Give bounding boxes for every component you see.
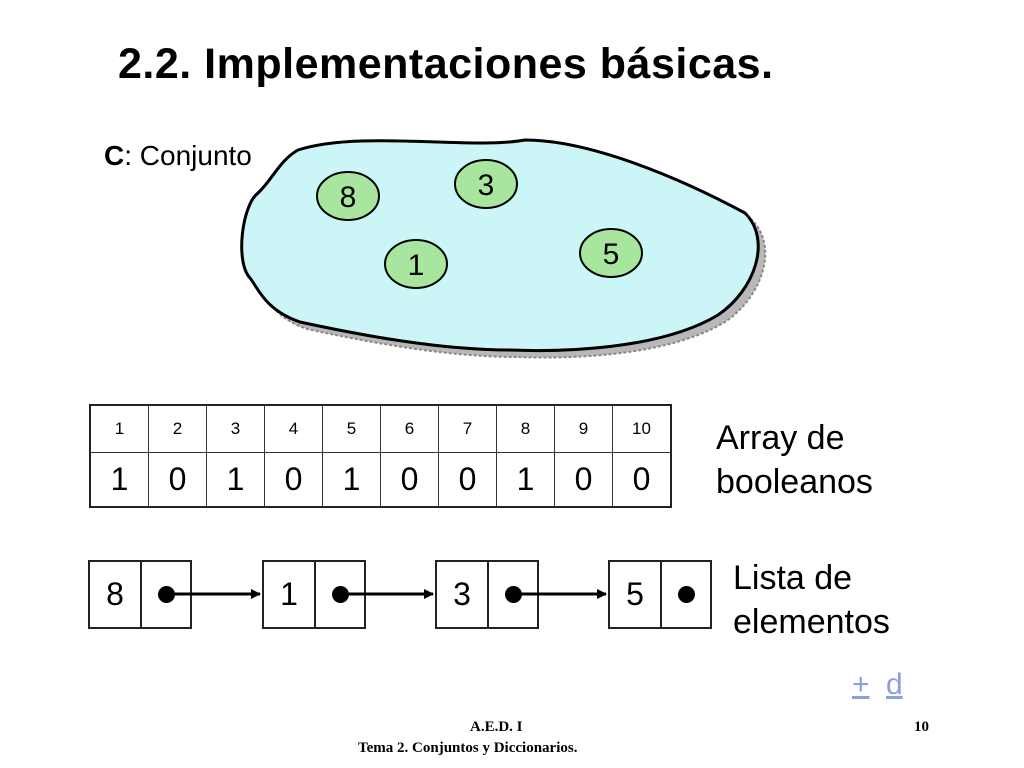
list-label: Lista de elementos: [733, 556, 890, 644]
list-label-line1: Lista de: [733, 559, 853, 597]
array-value: 0: [380, 452, 439, 508]
array-index: 9: [554, 404, 613, 453]
array-value: 0: [264, 452, 323, 508]
set-variable: C: [104, 140, 125, 171]
array-value-row: 1 0 1 0 1 0 0 1 0 0: [89, 452, 672, 508]
array-value: 0: [612, 452, 672, 508]
array-index-row: 1 2 3 4 5 6 7 8 9 10: [89, 404, 672, 453]
slide-title: 2.2. Implementaciones básicas.: [118, 40, 774, 88]
array-index: 3: [206, 404, 265, 453]
list-node-pointer: [489, 562, 537, 627]
nav-detail-link[interactable]: d: [886, 668, 903, 701]
array-value: 1: [89, 452, 149, 508]
list-node-pointer: [142, 562, 190, 627]
array-index: 7: [438, 404, 497, 453]
array-index: 4: [264, 404, 323, 453]
list-node-3: 3: [435, 560, 539, 629]
footer-course: A.E.D. I: [470, 719, 523, 735]
pointer-dot-icon: [504, 586, 522, 603]
array-label-line1: Array de: [716, 419, 845, 457]
set-diagram: 8 3 1 5: [240, 138, 767, 359]
set-element-5: 5: [579, 228, 643, 278]
list-node-pointer: [662, 562, 710, 627]
nav-plus-link[interactable]: +: [852, 668, 870, 701]
array-index: 2: [148, 404, 207, 453]
list-node-pointer: [316, 562, 364, 627]
set-element-3: 3: [454, 159, 518, 209]
array-value: 0: [148, 452, 207, 508]
list-node-1: 8: [88, 560, 192, 629]
list-label-line2: elementos: [733, 603, 890, 641]
array-value: 1: [322, 452, 381, 508]
array-value: 1: [496, 452, 555, 508]
array-index: 6: [380, 404, 439, 453]
array-index: 1: [89, 404, 149, 453]
list-node-value: 5: [610, 562, 662, 627]
set-element-1: 1: [384, 239, 448, 289]
list-node-2: 1: [262, 560, 366, 629]
array-index: 10: [612, 404, 672, 453]
set-label-text: : Conjunto: [124, 140, 252, 171]
array-label-line2: booleanos: [716, 463, 873, 501]
array-index: 5: [322, 404, 381, 453]
array-value: 0: [438, 452, 497, 508]
pointer-dot-icon: [677, 586, 695, 603]
array-value: 0: [554, 452, 613, 508]
boolean-array: 1 2 3 4 5 6 7 8 9 10 1 0 1 0 1 0 0 1 0 0: [89, 404, 672, 508]
set-element-label: 5: [603, 238, 620, 271]
list-node-value: 1: [264, 562, 316, 627]
set-element-label: 3: [478, 169, 495, 202]
pointer-dot-icon: [331, 586, 349, 603]
footer-subtitle: Tema 2. Conjuntos y Diccionarios.: [358, 740, 578, 756]
set-label: C: Conjunto: [104, 140, 252, 172]
set-element-8: 8: [316, 171, 380, 221]
list-node-4: 5: [608, 560, 712, 629]
list-node-value: 3: [437, 562, 489, 627]
set-element-label: 1: [408, 249, 425, 282]
pointer-dot-icon: [157, 586, 175, 603]
array-label: Array de booleanos: [716, 416, 873, 504]
set-element-label: 8: [340, 181, 357, 214]
array-value: 1: [206, 452, 265, 508]
array-index: 8: [496, 404, 555, 453]
footer-page-number: 10: [914, 719, 929, 735]
list-node-value: 8: [90, 562, 142, 627]
